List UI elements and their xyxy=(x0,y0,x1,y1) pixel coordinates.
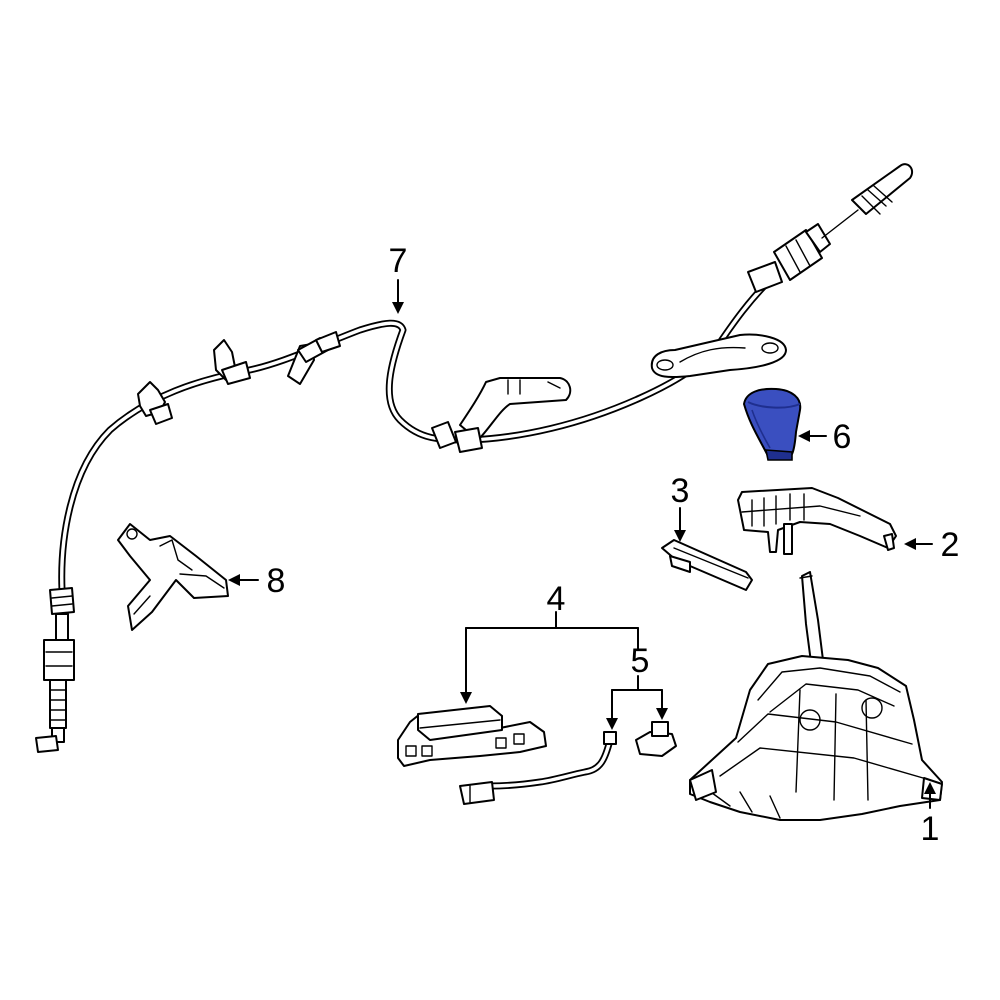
callout-6: 6 xyxy=(833,418,852,456)
part-5-harness-and-switch[interactable] xyxy=(459,721,677,805)
callout-1: 1 xyxy=(921,810,940,848)
part-3-slide-cover[interactable] xyxy=(661,539,753,591)
callout-5: 5 xyxy=(631,642,650,680)
part-7-shift-cable[interactable] xyxy=(35,163,914,753)
part-2-indicator-housing[interactable] xyxy=(737,487,897,555)
callout-3: 3 xyxy=(671,472,690,510)
callout-8: 8 xyxy=(267,562,286,600)
part-4-control-unit[interactable] xyxy=(397,705,547,767)
callout-leaders xyxy=(228,279,936,809)
callout-4: 4 xyxy=(547,580,566,618)
callout-2: 2 xyxy=(941,526,960,564)
part-1-shifter-assembly[interactable] xyxy=(689,571,943,821)
part-6-shift-knob[interactable] xyxy=(743,387,802,461)
callout-labels: 7 6 3 2 8 4 5 1 xyxy=(267,242,960,848)
callout-7: 7 xyxy=(389,242,408,280)
part-8-cable-bracket[interactable] xyxy=(117,523,229,631)
